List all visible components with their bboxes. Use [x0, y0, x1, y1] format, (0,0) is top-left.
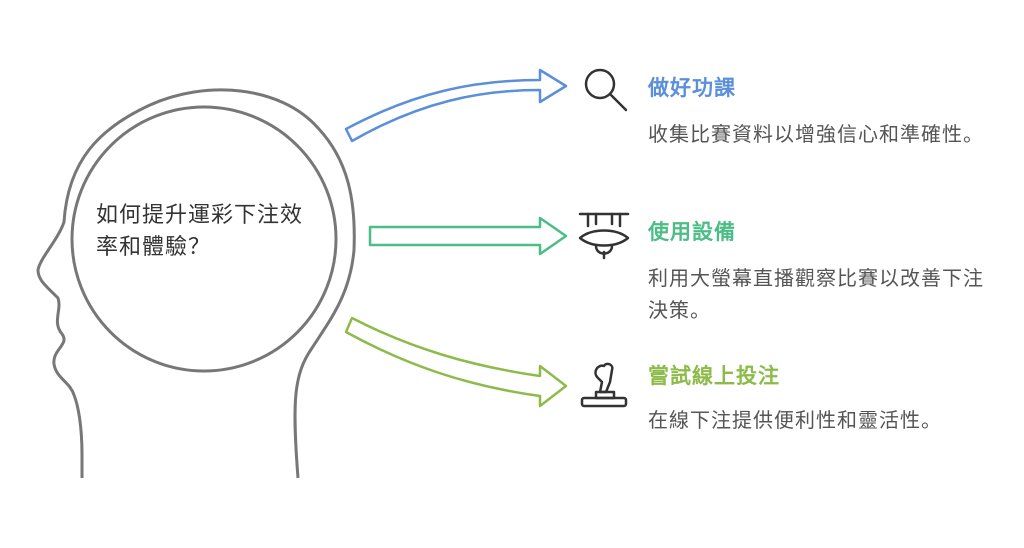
central-question: 如何提升運彩下注效率和體驗？ — [96, 203, 304, 260]
item-2-description: 利用大螢幕直播觀察比賽以改善下注決策。 — [648, 266, 984, 322]
magnifier-icon — [584, 68, 628, 112]
arrow-1 — [344, 68, 568, 143]
arrow-2 — [368, 216, 568, 256]
item-1-title: 做好功課 — [648, 76, 736, 100]
item-3-description: 在線下注提供便利性和靈活性。 — [648, 408, 942, 432]
head-outline — [36, 88, 356, 479]
arrow-3 — [344, 316, 568, 408]
tv-device-icon — [578, 212, 630, 260]
thought-circle — [70, 105, 338, 373]
joystick-icon — [580, 362, 628, 408]
item-1-description: 收集比賽資料以增強信心和準確性。 — [648, 122, 984, 146]
item-2-title: 使用設備 — [648, 220, 736, 244]
item-3-title: 嘗試線上投注 — [648, 364, 780, 388]
